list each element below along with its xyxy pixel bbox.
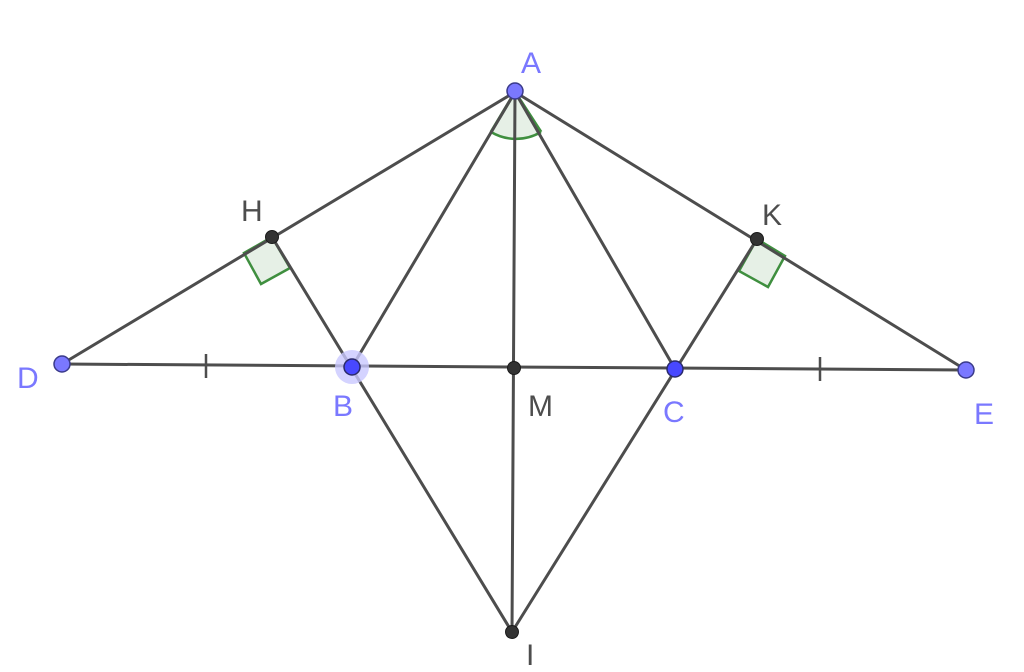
right-angle-mark-k <box>737 237 787 289</box>
point-m[interactable] <box>507 361 521 375</box>
segment-ab[interactable] <box>350 90 517 369</box>
point-b[interactable] <box>343 358 361 376</box>
label-h: H <box>241 195 263 228</box>
segment-ki[interactable] <box>510 237 759 634</box>
label-e: E <box>974 398 994 431</box>
point-d[interactable] <box>53 355 71 373</box>
label-i: I <box>526 639 534 672</box>
label-m: M <box>528 390 553 423</box>
segment-ac[interactable] <box>513 90 677 371</box>
segment-hi[interactable] <box>270 235 514 634</box>
point-a[interactable] <box>506 82 524 100</box>
point-c[interactable] <box>666 360 684 378</box>
point-k[interactable] <box>750 232 764 246</box>
point-e[interactable] <box>957 361 975 379</box>
segment-ae[interactable] <box>513 90 968 372</box>
segment-ad[interactable] <box>60 90 517 366</box>
label-d: D <box>17 362 39 395</box>
label-c: C <box>663 396 685 429</box>
label-b: B <box>333 390 353 423</box>
point-h[interactable] <box>265 230 279 244</box>
label-a: A <box>521 47 541 80</box>
label-k: K <box>762 199 782 232</box>
right-angle-mark-h <box>242 235 292 286</box>
point-i[interactable] <box>505 625 519 639</box>
